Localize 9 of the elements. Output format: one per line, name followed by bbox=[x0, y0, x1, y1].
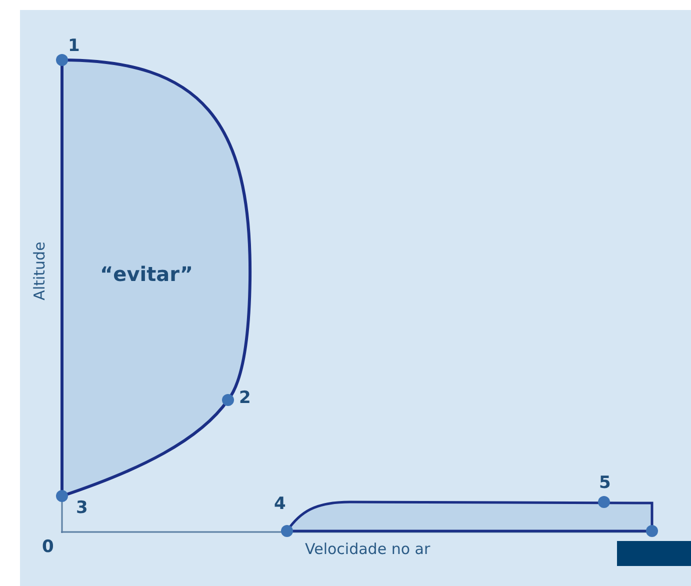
callout-number: 1 bbox=[68, 36, 80, 56]
axis-label: Velocidade no ar bbox=[305, 540, 430, 558]
axis-label: 0 bbox=[42, 537, 54, 557]
area-label: “evitar” bbox=[100, 262, 194, 286]
callout-number: 5 bbox=[599, 473, 611, 493]
callout-number: 2 bbox=[239, 388, 251, 408]
axis-label: Altitude bbox=[30, 242, 48, 300]
callout-number: 4 bbox=[274, 494, 286, 514]
callout-number: 3 bbox=[76, 498, 88, 518]
